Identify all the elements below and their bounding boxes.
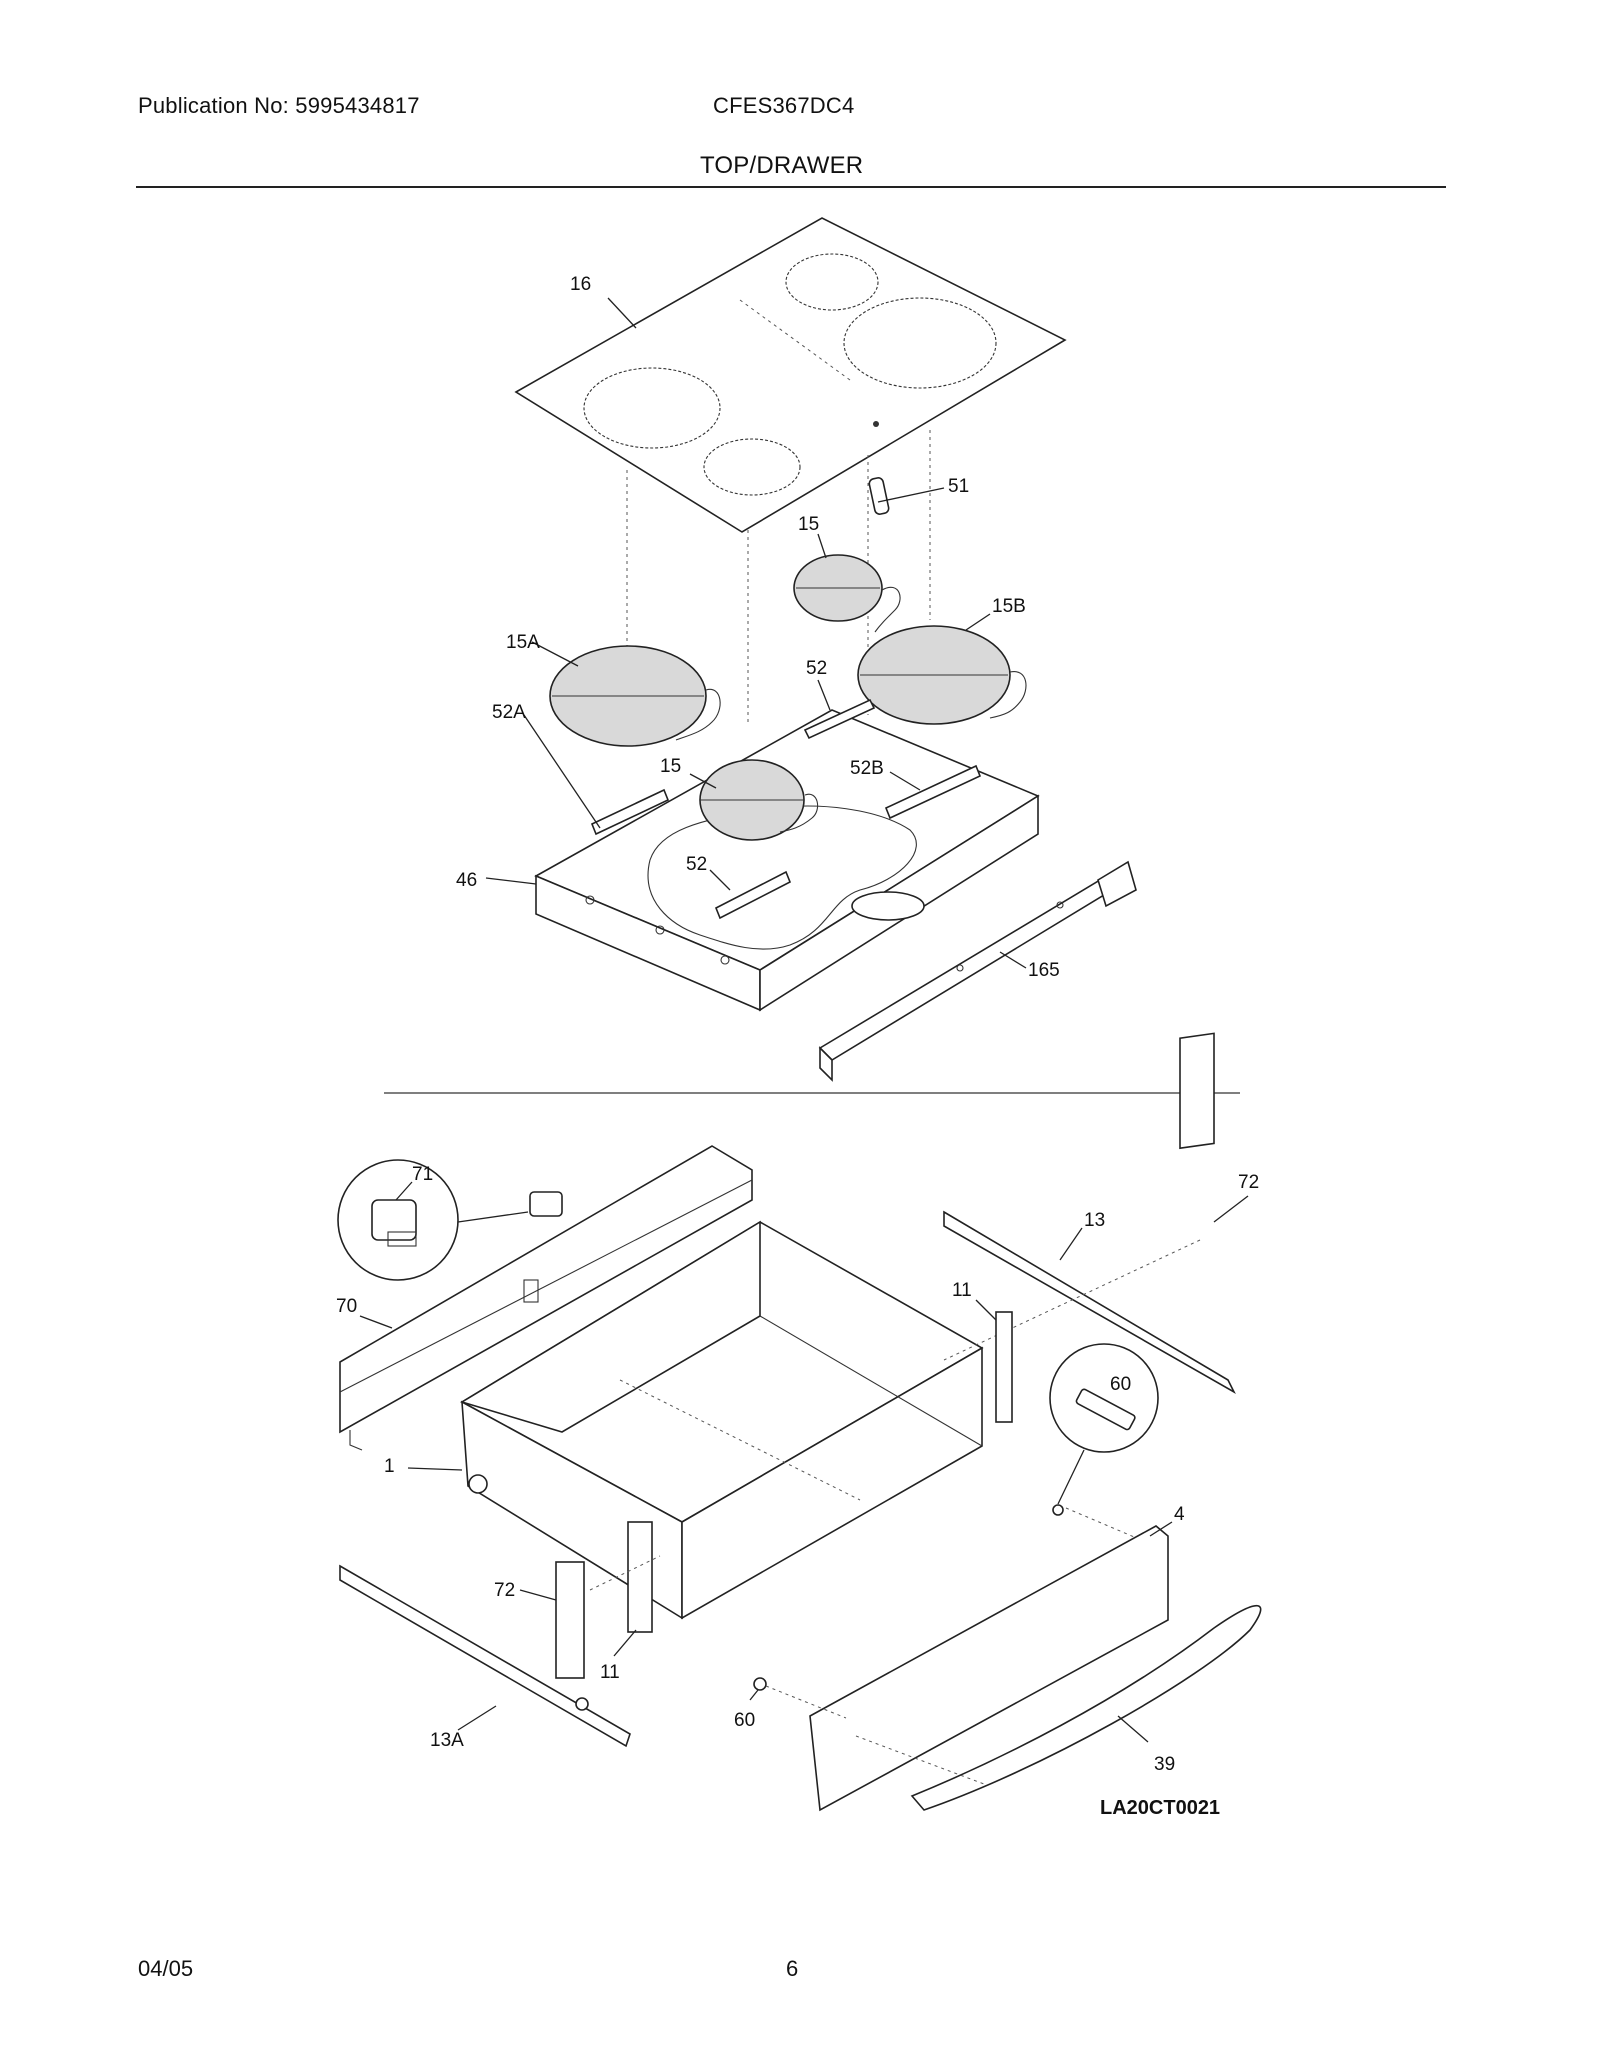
publication-number: Publication No: 5995434817	[138, 93, 420, 118]
handle-39	[910, 1604, 1262, 1811]
screw-60-lower	[753, 1677, 767, 1691]
callout-46: 46	[456, 870, 477, 891]
burner-15-front	[699, 759, 819, 841]
rail-13A	[339, 1564, 631, 1748]
callout-15-rear: 15	[798, 514, 819, 535]
callout-11-right: 11	[952, 1280, 972, 1301]
callout-4: 4	[1174, 1504, 1185, 1525]
callout-52-front: 52	[686, 854, 707, 875]
callout-15B: 15B	[992, 596, 1026, 617]
callout-70: 70	[336, 1296, 357, 1317]
part-51-clip	[868, 477, 890, 515]
burner-15-rear	[793, 554, 901, 633]
burner-15A	[549, 645, 721, 747]
callout-60-inset: 60	[1110, 1374, 1131, 1395]
diagram-code: LA20CT0021	[1100, 1797, 1220, 1819]
glass-cooktop-16	[514, 217, 1067, 533]
screw-60-upper	[1052, 1504, 1064, 1516]
bracket-52-rear	[803, 698, 876, 740]
callout-52B: 52B	[850, 758, 884, 779]
callout-39: 39	[1154, 1754, 1175, 1775]
slide-11-left	[627, 1521, 653, 1633]
header-rule	[136, 186, 1446, 188]
section-title: TOP/DRAWER	[700, 152, 864, 179]
burner-15B	[857, 625, 1027, 725]
inset-detail-60	[1049, 1343, 1159, 1453]
footer-date: 04/05	[138, 1956, 194, 1981]
callout-1: 1	[384, 1456, 395, 1477]
rail-13	[943, 1210, 1236, 1395]
slide-11-right	[995, 1311, 1013, 1423]
bracket-52A	[590, 788, 670, 836]
callout-11-left: 11	[600, 1662, 620, 1683]
rail-70	[339, 1145, 753, 1451]
drawer-front-4	[809, 1525, 1169, 1812]
callout-165: 165	[1028, 960, 1060, 981]
callout-60-lower: 60	[734, 1710, 755, 1731]
callout-16: 16	[570, 274, 591, 295]
model-number: CFES367DC4	[713, 93, 855, 118]
callout-52A: 52A	[492, 702, 526, 723]
callout-72-right: 72	[1238, 1172, 1259, 1193]
part-71-clip	[529, 1191, 563, 1217]
rail-165	[818, 860, 1137, 1082]
bracket-52B	[884, 764, 982, 820]
callout-15-front: 15	[660, 756, 681, 777]
bracket-72-left	[555, 1561, 585, 1679]
bracket-52-front	[714, 870, 792, 920]
callout-13: 13	[1084, 1210, 1105, 1231]
inset-detail-71	[337, 1159, 459, 1281]
drawer-1	[460, 1220, 984, 1620]
callout-15A: 15A	[506, 632, 540, 653]
callout-71: 71	[412, 1164, 433, 1185]
callout-51: 51	[948, 476, 969, 497]
callout-52-rear: 52	[806, 658, 827, 679]
page-number: 6	[786, 1956, 799, 1981]
bracket-72-right	[1179, 1032, 1215, 1150]
callout-72-left: 72	[494, 1580, 515, 1601]
callout-13A: 13A	[430, 1730, 464, 1751]
